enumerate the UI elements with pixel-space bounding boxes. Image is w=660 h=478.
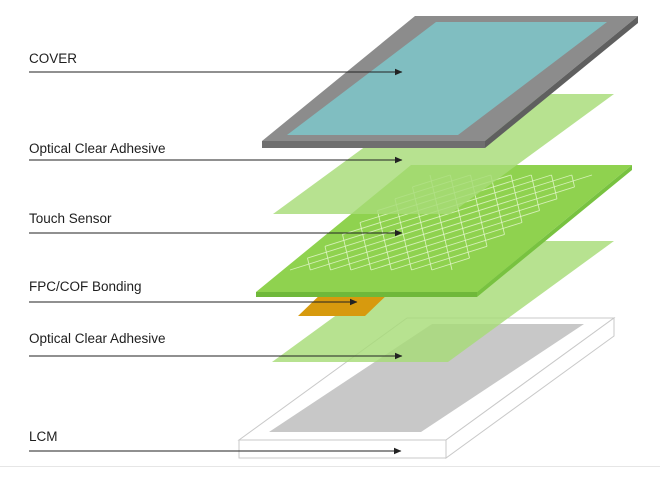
label-cover: COVER (29, 51, 78, 66)
sensor-grid-line (510, 174, 523, 223)
label-oca-top: Optical Clear Adhesive (29, 141, 166, 156)
sensor-grid-line (530, 174, 540, 211)
sensor-grid-line (307, 257, 311, 271)
bottom-divider (0, 466, 660, 467)
sensor-grid-line (377, 210, 392, 271)
oca-top-layer (273, 94, 614, 214)
sensor-grid-line (571, 174, 575, 187)
oca-bottom-layer (272, 241, 614, 362)
label-lcm: LCM (29, 429, 58, 444)
cover-layer (262, 16, 638, 148)
sensor-grid-line (359, 222, 372, 271)
touch-sensor-layer (256, 165, 632, 297)
lcm-layer (237, 317, 616, 459)
sensor-grid-line (324, 246, 331, 271)
sensor-grid-line (490, 174, 505, 235)
leader-lines (29, 68, 403, 455)
label-oca-bottom: Optical Clear Adhesive (29, 331, 166, 346)
label-touch-sensor: Touch Sensor (29, 211, 112, 226)
label-fpc-bonding: FPC/COF Bonding (29, 279, 142, 294)
sensor-grid-line (342, 234, 352, 271)
sensor-grid-line (551, 174, 558, 199)
